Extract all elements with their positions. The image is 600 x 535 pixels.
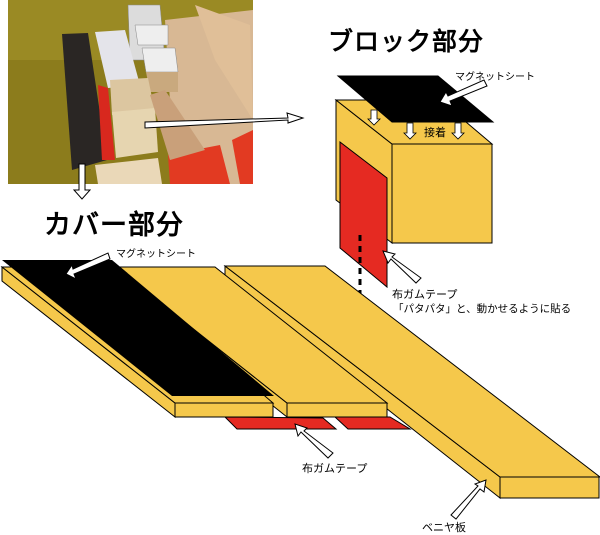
cloth-tape-piece bbox=[333, 416, 412, 430]
magnet-pointer-arrow bbox=[439, 79, 488, 107]
glue-arrow-icon bbox=[403, 122, 417, 140]
cover-magnet-sheet bbox=[2, 260, 274, 396]
plywood-label: ベニヤ板 bbox=[422, 521, 466, 534]
block-tape-label: 布ガムテープ bbox=[392, 288, 458, 301]
block-magnet-sheet bbox=[336, 75, 495, 123]
cover-tape-label: 布ガムテープ bbox=[302, 462, 368, 475]
cover-magnet-pointer-arrow bbox=[65, 252, 111, 281]
plywood-board-front bbox=[174, 402, 274, 418]
plywood-pointer-arrow bbox=[450, 479, 487, 520]
cover-magnet-label: マグネットシート bbox=[116, 249, 196, 260]
block-title: ブロック部分 bbox=[328, 27, 485, 56]
glue-label: 接着 bbox=[424, 126, 446, 139]
photo-to-cover-arrow bbox=[72, 163, 92, 200]
cloth-tape-piece bbox=[223, 416, 338, 430]
plywood-board-front bbox=[286, 402, 388, 418]
block-cloth-tape bbox=[339, 140, 388, 289]
block-front-face bbox=[391, 143, 493, 244]
block-tape-note: 「パタパタ」と、動かせるように貼る bbox=[393, 303, 572, 315]
plywood-board-front bbox=[499, 476, 600, 499]
photo-to-block-arrow bbox=[144, 112, 305, 129]
cover-diagram bbox=[0, 252, 600, 520]
cover-title: カバー部分 bbox=[44, 210, 184, 241]
block-magnet-label: マグネットシート bbox=[455, 72, 535, 83]
tape-pointer-arrow bbox=[382, 250, 422, 284]
glue-arrow-icon bbox=[367, 109, 381, 126]
cover-tape-pointer-arrow bbox=[294, 423, 334, 459]
block-diagram bbox=[334, 75, 495, 289]
glue-arrow-icon bbox=[451, 122, 465, 140]
photo bbox=[8, 0, 253, 184]
plywood-board-top bbox=[223, 265, 600, 478]
